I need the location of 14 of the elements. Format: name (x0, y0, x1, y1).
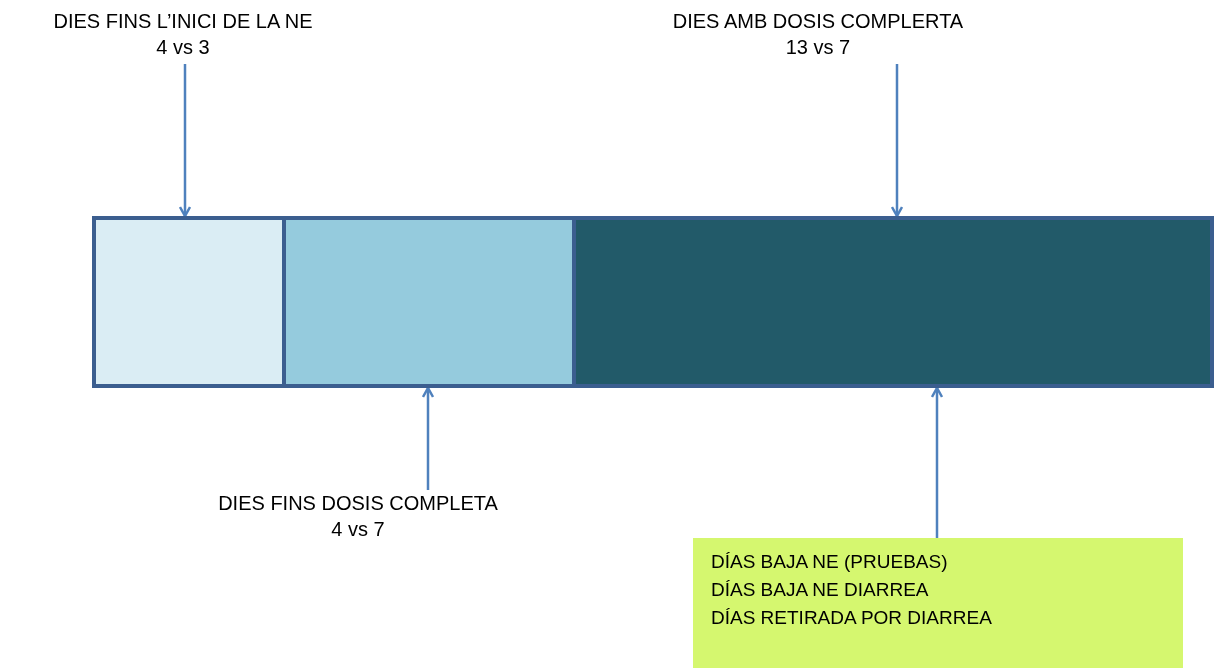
value-text: 4 vs 7 (330, 517, 386, 542)
arrow (930, 386, 944, 538)
note-text: DÍAS RETIRADA POR DIARREA (711, 606, 993, 630)
arrow (890, 64, 904, 218)
arrow (421, 386, 435, 490)
note-text: DÍAS BAJA NE DIARREA (711, 578, 930, 602)
note-text: DÍAS BAJA NE (PRUEBAS) (711, 550, 949, 574)
caption-text: DIES FINS L’INICI DE LA NE (52, 9, 314, 34)
note-box (693, 538, 1183, 668)
caption-text: DIES AMB DOSIS COMPLERTA (671, 9, 965, 34)
value-text: 4 vs 3 (155, 35, 211, 60)
value-text: 13 vs 7 (784, 35, 852, 60)
caption-text: DIES FINS DOSIS COMPLETA (217, 491, 499, 516)
arrow (178, 64, 192, 218)
